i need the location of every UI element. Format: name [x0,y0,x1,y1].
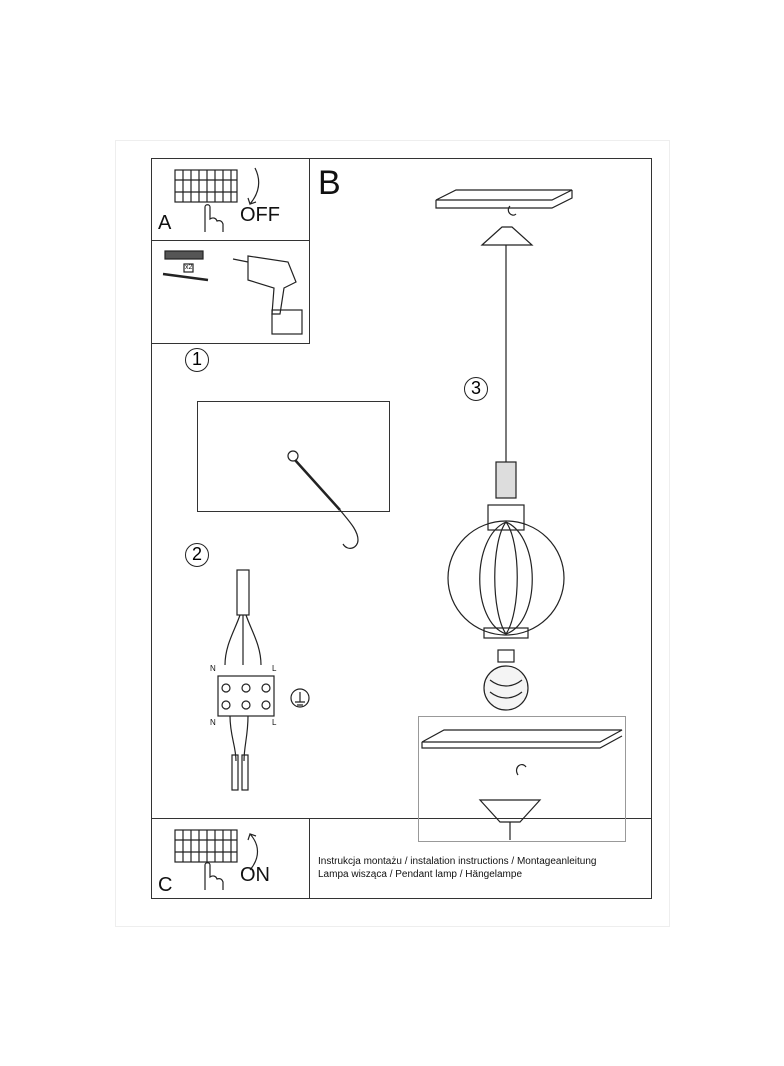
hand-icon [204,862,224,890]
panel-c-label: C [158,874,173,896]
quantity-badge: x2 [185,264,193,271]
ceiling-rect [197,401,390,512]
caption-panel [309,818,652,899]
neutral-label-top: N [210,664,216,673]
step-3-badge: 3 [464,377,488,401]
neutral-label-bottom: N [210,718,216,727]
inset-detail-frame [418,716,626,842]
arrow-up-icon [247,832,259,871]
hand-icon [204,204,224,232]
breaker-panel-icon [174,169,238,203]
off-label: OFF [240,204,280,226]
on-label: ON [240,864,270,886]
step-2-badge: 2 [185,543,209,567]
outer-page-border [115,140,670,927]
pendant-lamp-drawing [435,189,573,711]
caption-line-1: Instrukcja montażu / instalation instruc… [318,856,597,867]
panel-b-label: B [318,164,341,202]
arrow-down-icon [247,167,260,206]
breaker-panel-icon [174,829,238,863]
ceiling-hook-icon [287,450,359,549]
live-label-top: L [272,664,277,673]
live-label-bottom: L [272,718,277,727]
drill-icon [232,255,303,335]
panel-tools [151,240,310,344]
panel-a-label: A [158,212,172,234]
step-1-badge: 1 [185,348,209,372]
caption-line-2: Lampa wisząca / Pendant lamp / Hängelamp… [318,869,523,880]
wiring-diagram [217,569,310,791]
wall-plug-screw-icon [162,250,209,282]
inset-canopy-drawing [421,729,623,840]
